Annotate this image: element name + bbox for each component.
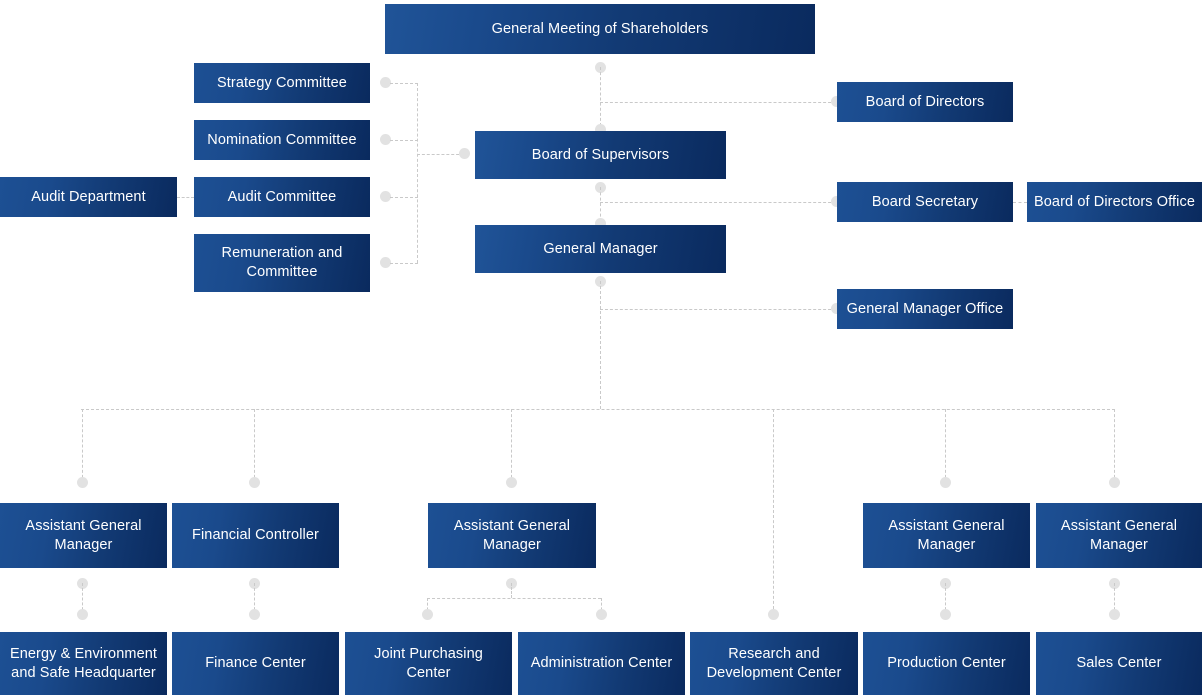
node-label: Board of Supervisors xyxy=(531,146,670,163)
node-strategy-committee[interactable]: Strategy Committee xyxy=(194,63,370,103)
node-label: Assistant General Manager xyxy=(888,517,1005,553)
node-label: Remuneration and Committee xyxy=(221,245,343,280)
node-label: General Meeting of Shareholders xyxy=(491,20,709,37)
node-research-and-development-center[interactable]: Research and Development Center xyxy=(690,632,858,695)
connector-gm-to-gm-office xyxy=(600,309,836,310)
connector-dot-agm-4-top xyxy=(1109,477,1120,488)
connector-agm2-to-administration xyxy=(601,598,602,615)
connector-agm2-down xyxy=(511,583,512,598)
connector-remuneration-committee xyxy=(390,263,418,264)
node-label: Sales Center xyxy=(1076,655,1162,672)
node-board-secretary[interactable]: Board Secretary xyxy=(837,182,1013,222)
connector-agm4-to-sales xyxy=(1114,583,1115,615)
connector-dot-remuneration-committee xyxy=(380,257,391,268)
connector-drop-agm-1 xyxy=(82,409,83,483)
node-label: Strategy Committee xyxy=(217,74,347,91)
connector-drop-agm-2 xyxy=(511,409,512,483)
connector-dot-sales-top xyxy=(1109,609,1120,620)
node-nomination-committee[interactable]: Nomination Committee xyxy=(194,120,370,160)
node-label: Assistant General Manager xyxy=(25,517,142,553)
node-production-center[interactable]: Production Center xyxy=(863,632,1030,695)
connector-dot-agm-1-top xyxy=(77,477,88,488)
node-general-manager[interactable]: General Manager xyxy=(475,225,726,273)
connector-dot-administration-top xyxy=(596,609,607,620)
connector-dot-nomination-committee xyxy=(380,134,391,145)
node-label: Research and Development Center xyxy=(706,645,842,681)
connector-agm3-to-production xyxy=(945,583,946,615)
node-board-of-directors-office[interactable]: Board of Directors Office xyxy=(1027,182,1202,222)
connector-committee-spine-to-supervisors xyxy=(417,154,464,155)
node-label: Board of Directors Office xyxy=(1034,193,1195,210)
node-label: Audit Department xyxy=(31,188,146,205)
node-label: Administration Center xyxy=(530,655,673,672)
node-administration-center[interactable]: Administration Center xyxy=(518,632,685,695)
node-label: Production Center xyxy=(887,655,1006,672)
node-energy-environment-safe-headquarter[interactable]: Energy & Environment and Safe Headquarte… xyxy=(0,632,167,695)
node-board-of-supervisors[interactable]: Board of Supervisors xyxy=(475,131,726,179)
connector-dot-gm-office-left xyxy=(831,303,842,314)
connector-dot-board-directors-left xyxy=(831,96,842,107)
connector-audit-committee xyxy=(390,197,418,198)
connector-secretary-to-office xyxy=(1013,202,1027,203)
node-sales-center[interactable]: Sales Center xyxy=(1036,632,1202,695)
connector-drop-research-development xyxy=(773,409,774,614)
connector-dot-finance-center-top xyxy=(249,609,260,620)
node-audit-department[interactable]: Audit Department xyxy=(0,177,177,217)
node-label: Financial Controller xyxy=(192,527,319,544)
node-label: Assistant General Manager xyxy=(453,517,571,553)
connector-to-board-secretary xyxy=(600,202,836,203)
connector-dot-energy-top xyxy=(77,609,88,620)
node-remuneration-and-committee[interactable]: Remuneration and Committee xyxy=(194,234,370,292)
node-financial-controller[interactable]: Financial Controller xyxy=(172,503,339,568)
connector-dot-supervisors-top xyxy=(595,124,606,135)
node-label: Nomination Committee xyxy=(207,131,357,148)
node-label: Board of Directors xyxy=(865,93,985,110)
node-assistant-general-manager-4[interactable]: Assistant General Manager xyxy=(1036,503,1202,568)
connector-drop-financial-controller xyxy=(254,409,255,483)
connector-strategy-committee xyxy=(390,83,418,84)
node-assistant-general-manager-3[interactable]: Assistant General Manager xyxy=(863,503,1030,568)
connector-audit-dept-to-committee xyxy=(177,197,194,198)
connector-dot-audit-committee xyxy=(380,191,391,202)
node-general-meeting-of-shareholders[interactable]: General Meeting of Shareholders xyxy=(385,4,815,54)
connector-dot-joint-purchasing-top xyxy=(422,609,433,620)
connector-agm1-to-energy xyxy=(82,583,83,615)
connector-dot-general-manager-top xyxy=(595,218,606,229)
node-label: General Manager Office xyxy=(846,300,1004,317)
connector-dot-financial-controller-top xyxy=(249,477,260,488)
connector-dot-production-top xyxy=(940,609,951,620)
node-board-of-directors[interactable]: Board of Directors xyxy=(837,82,1013,122)
connector-drop-agm-3 xyxy=(945,409,946,483)
node-label: General Manager xyxy=(543,240,658,257)
connector-nomination-committee xyxy=(390,140,418,141)
connector-agm2-split-bar xyxy=(427,598,601,599)
node-assistant-general-manager-1[interactable]: Assistant General Manager xyxy=(0,503,167,568)
node-label: Assistant General Manager xyxy=(1060,517,1178,553)
connector-dot-supervisors-left xyxy=(459,148,470,159)
connector-dot-agm-3-top xyxy=(940,477,951,488)
node-general-manager-office[interactable]: General Manager Office xyxy=(837,289,1013,329)
node-audit-committee[interactable]: Audit Committee xyxy=(194,177,370,217)
node-label: Finance Center xyxy=(205,655,306,672)
connector-main-bus xyxy=(81,409,1115,410)
connector-gms-to-board-directors xyxy=(600,102,836,103)
connector-dot-agm-2-top xyxy=(506,477,517,488)
connector-supervisors-down xyxy=(600,187,601,222)
node-label: Energy & Environment and Safe Headquarte… xyxy=(9,645,158,681)
node-label: Board Secretary xyxy=(871,193,979,210)
connector-dot-research-development-top xyxy=(768,609,779,620)
node-label: Joint Purchasing Center xyxy=(374,645,483,681)
connector-gm-down-main xyxy=(600,281,601,409)
connector-dot-strategy-committee xyxy=(380,77,391,88)
connector-gms-down xyxy=(600,67,601,126)
connector-drop-agm-4 xyxy=(1114,409,1115,483)
connector-committee-spine xyxy=(417,83,418,263)
node-assistant-general-manager-2[interactable]: Assistant General Manager xyxy=(428,503,596,568)
connector-agm2-to-joint-purchasing xyxy=(427,598,428,615)
node-finance-center[interactable]: Finance Center xyxy=(172,632,339,695)
connector-fc-to-finance xyxy=(254,583,255,615)
connector-dot-board-secretary-left xyxy=(831,196,842,207)
node-label: Audit Committee xyxy=(227,188,337,205)
node-joint-purchasing-center[interactable]: Joint Purchasing Center xyxy=(345,632,512,695)
